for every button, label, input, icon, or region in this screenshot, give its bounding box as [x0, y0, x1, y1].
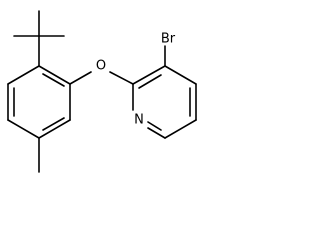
benzene-double-bond-inner-2: [42, 117, 65, 131]
pyridine-double-bond-inner-3: [147, 121, 162, 131]
ether-linkage: [69, 71, 134, 85]
nitrogen-atom-label: N: [134, 113, 144, 128]
benzene-bond-c1-c2: [38, 65, 71, 85]
chemical-structure-diagram: Br O N: [7, 10, 197, 173]
benzene-ring: [7, 65, 71, 139]
pyridine-bond-c6-n: [147, 127, 166, 139]
pyridine-bond-c2-c3: [132, 65, 166, 85]
bond-oxygen-to-pyridine: [109, 71, 134, 85]
benzene-bond-c4-c5: [7, 119, 40, 139]
pyridine-ring: [132, 65, 197, 139]
atom-labels: Br O N: [96, 32, 176, 128]
benzene-double-bond-inner-1: [42, 73, 65, 87]
benzene-bond-c3-c4: [38, 119, 71, 139]
benzene-bond-c6-c1: [7, 65, 40, 85]
pyridine-bond-c3-c4: [164, 65, 197, 85]
bromine-atom-label: Br: [161, 32, 176, 47]
pyridine-bond-c5-c6: [164, 119, 197, 139]
bond-benzene-to-oxygen: [69, 71, 92, 85]
pyridine-double-bond-inner-1: [138, 74, 162, 89]
oxygen-atom-label: O: [96, 59, 106, 74]
tert-butyl-group: [13, 10, 65, 67]
